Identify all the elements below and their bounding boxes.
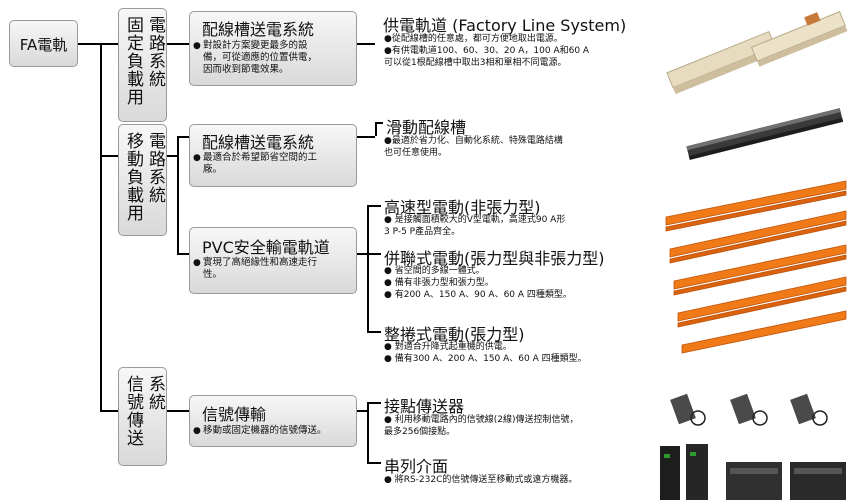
mid3-to-prod bbox=[357, 253, 367, 255]
beige-track-image bbox=[666, 11, 848, 95]
prod4-hook-a bbox=[367, 402, 381, 404]
root-connector bbox=[78, 43, 100, 45]
product-desc: ● 省空間的多線一體式。 ● 備有非張力型和張力型。 ● 有200 A、150 … bbox=[384, 266, 572, 300]
cat2-mid-a bbox=[177, 136, 189, 138]
mid-box-desc: 對設計方案變更最多的設 備，可從適應的位置供電， 因而收到節電效果。 bbox=[203, 40, 318, 75]
mid-box-wiring-duct-2: 配線槽送電系統 ● 最適合於希望節省空間的工 廠。 bbox=[189, 124, 357, 187]
trunk-line bbox=[100, 43, 102, 411]
branch-2 bbox=[100, 155, 118, 157]
prod4-vertical bbox=[367, 402, 369, 463]
orange-rail-image bbox=[665, 180, 847, 354]
product-title: 滑動配線槽 bbox=[386, 118, 467, 137]
bullet-icon: ● bbox=[193, 426, 201, 436]
mid-box-desc: 最適合於希望節省空間的工 廠。 bbox=[203, 152, 318, 175]
prod3-hook-a bbox=[367, 205, 381, 207]
prod3-hook-b bbox=[367, 253, 381, 255]
product-desc: ●最適於省力化、自動化系統、特殊電路結構 也可任意使用。 bbox=[384, 136, 563, 158]
bullet-icon: ● bbox=[193, 41, 201, 51]
product-desc: ● 將RS-232C的信號傳送至移動式或遠方機器。 bbox=[384, 475, 578, 485]
cat1-to-mid bbox=[167, 43, 189, 45]
root-label: FA電軌 bbox=[19, 36, 68, 54]
product-title: 高速型電動(非張力型) bbox=[384, 198, 541, 217]
bullet-icon: ● bbox=[193, 153, 201, 163]
prod4-hook-b bbox=[367, 462, 381, 464]
prod3-hook-c bbox=[367, 331, 381, 333]
cat2-mid-b bbox=[177, 253, 189, 255]
category-box-mobile-load: 移動負載用 電路系統 bbox=[118, 124, 167, 236]
mid1-to-prod bbox=[357, 43, 375, 45]
product-title: 串列介面 bbox=[384, 457, 449, 476]
cat2-to-mid bbox=[167, 155, 178, 157]
mid-box-title: 信號傳輸 bbox=[202, 405, 267, 424]
mid-box-desc: 實現了高絕緣性和高速走行 性。 bbox=[203, 257, 318, 280]
prod2-vertical bbox=[375, 122, 377, 136]
product-desc: ● 是接觸面積較大的V型電軌，高速式90 A形 3 P-5 P產品齊全。 bbox=[384, 215, 566, 237]
category-label-col1: 信號傳送 bbox=[123, 375, 143, 447]
root-box: FA電軌 bbox=[9, 20, 78, 67]
prod2-hook bbox=[375, 122, 383, 124]
bullet-icon: ● bbox=[193, 258, 201, 268]
category-box-fixed-load: 固定負載用 電路系統 bbox=[118, 8, 167, 122]
prod3-vertical bbox=[367, 205, 369, 332]
mid-box-title: 配線槽送電系統 bbox=[202, 20, 315, 39]
category-box-signal: 信號傳送 系統 bbox=[118, 367, 167, 466]
mid-box-wiring-duct-1: 配線槽送電系統 ● 對設計方案變更最多的設 備，可從適應的位置供電， 因而收到節… bbox=[189, 11, 357, 86]
mid-box-pvc-rail: PVC安全輸電軌道 ● 實現了高絕緣性和高速走行 性。 bbox=[189, 227, 357, 294]
product-title: 接點傳送器 bbox=[384, 397, 465, 416]
category-label-col1: 移動負載用 bbox=[123, 132, 143, 222]
branch-3 bbox=[100, 410, 118, 412]
product-title: 整捲式電動(張力型) bbox=[384, 325, 525, 344]
product-title: 供電軌道 (Factory Line System) bbox=[383, 16, 627, 35]
product-desc: ● 對適合升降式起重機的供電。 ● 備有300 A、200 A、150 A、60… bbox=[384, 342, 587, 364]
category-label-col2: 系統 bbox=[145, 375, 165, 411]
cat3-to-mid bbox=[167, 410, 189, 412]
cat2-mid-vertical bbox=[177, 136, 179, 254]
mid-box-title: 配線槽送電系統 bbox=[202, 133, 315, 152]
product-desc: ● 利用移動電路內的信號線(2線)傳送控制信號， 最多256個接點。 bbox=[384, 415, 579, 437]
dark-rail-image bbox=[686, 108, 844, 160]
mid4-to-prod bbox=[357, 410, 367, 412]
category-label-col1: 固定負載用 bbox=[123, 16, 143, 106]
mid-box-title: PVC安全輸電軌道 bbox=[202, 238, 330, 257]
signal-transmitter-image bbox=[670, 393, 828, 426]
branch-1 bbox=[100, 43, 118, 45]
product-title: 併聯式電動(張力型與非張力型) bbox=[384, 249, 605, 268]
mid2-to-prod bbox=[357, 136, 375, 138]
serial-interface-image bbox=[660, 444, 846, 500]
product-desc: ●從配線槽的任意處，都可方便地取出電源。 ●有供電軌道100、60、30、20 … bbox=[384, 34, 590, 68]
mid-box-desc: 移動或固定機器的信號傳送。 bbox=[203, 425, 327, 436]
category-label-col2: 電路系統 bbox=[145, 132, 165, 204]
mid-box-signal: 信號傳輸 ● 移動或固定機器的信號傳送。 bbox=[189, 395, 357, 447]
category-label-col2: 電路系統 bbox=[145, 16, 165, 88]
